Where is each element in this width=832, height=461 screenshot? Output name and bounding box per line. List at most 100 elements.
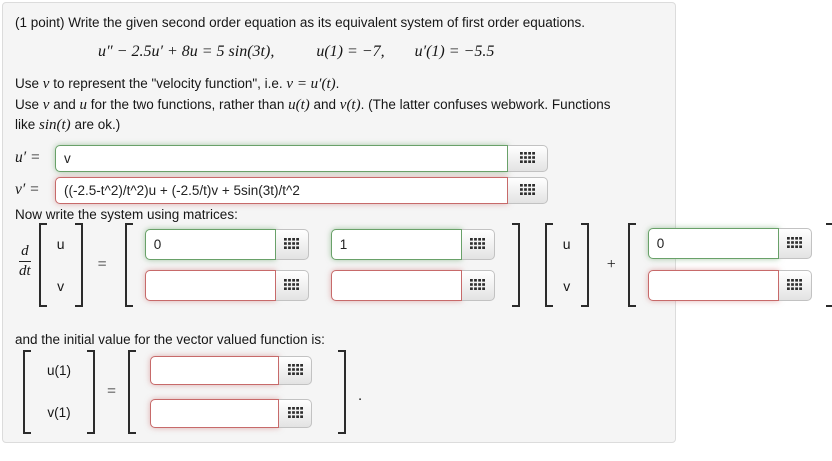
keyboard-button[interactable] xyxy=(279,355,313,385)
vprime-answer-row: v′ = xyxy=(15,176,675,204)
text-fragment: are ok.) xyxy=(70,117,121,132)
math-fragment: u(t) xyxy=(288,96,310,113)
sentence-period: . xyxy=(358,387,363,404)
initial-entry-v1: v(1) xyxy=(47,405,71,420)
state-vector: u v xyxy=(544,222,589,307)
forcing-cell-input-1[interactable] xyxy=(647,228,779,259)
ddt-fraction: d dt xyxy=(19,243,31,281)
math-fragment: v xyxy=(42,76,50,92)
math-fragment: v = u′(t) xyxy=(286,76,336,92)
open-bracket xyxy=(128,349,137,434)
state-entry-u: u xyxy=(56,235,65,252)
matrix-cell-input-a21[interactable] xyxy=(144,269,276,301)
instructions: Use v to represent the "velocity functio… xyxy=(15,74,675,136)
open-bracket xyxy=(627,222,636,307)
keyboard-button[interactable] xyxy=(508,176,548,204)
coefficient-matrix-grid xyxy=(144,228,495,301)
text-fragment: Use xyxy=(15,76,43,91)
matrix-cell-group xyxy=(144,269,309,301)
keyboard-icon xyxy=(787,236,803,251)
state-entry-v: v xyxy=(57,277,65,294)
usage-line-2: Use v and u for the two functions, rathe… xyxy=(15,95,675,116)
usage-line-3: like sin(t) are ok.) xyxy=(15,115,675,136)
fraction-numerator: d xyxy=(21,242,29,259)
state-entry-u: u xyxy=(562,235,571,252)
text-fragment: . (The latter confuses webwork. Function… xyxy=(360,96,611,112)
close-bracket xyxy=(580,222,589,307)
vprime-answer-input[interactable] xyxy=(55,176,508,204)
initial-cell-group xyxy=(150,355,313,385)
keyboard-button[interactable] xyxy=(279,398,313,428)
open-bracket xyxy=(38,222,47,307)
keyboard-button[interactable] xyxy=(275,228,309,260)
keyboard-button[interactable] xyxy=(461,269,495,301)
close-bracket xyxy=(511,222,520,307)
state-entry-v: v xyxy=(563,277,571,294)
matrix-cell-group xyxy=(330,228,495,260)
keyboard-icon xyxy=(470,278,486,293)
ode-equation: u″ − 2.5u′ + 8u = 5 sin(3t), xyxy=(98,43,275,60)
matrix-cell-input-a11[interactable] xyxy=(144,228,276,260)
open-bracket xyxy=(124,222,133,307)
plus-operator: + xyxy=(606,255,616,273)
open-bracket xyxy=(544,222,553,307)
initial-condition-uprime: u′(1) = −5.5 xyxy=(414,43,495,60)
problem-statement: (1 point) Write the given second order e… xyxy=(15,15,586,30)
matrix-cell-group xyxy=(330,269,495,301)
text-fragment: and xyxy=(309,96,340,112)
uprime-answer-input[interactable] xyxy=(55,144,508,172)
close-bracket xyxy=(74,222,83,307)
matrix-cell-input-a12[interactable] xyxy=(330,228,462,260)
keyboard-icon xyxy=(287,363,303,378)
initial-section-heading: and the initial value for the vector val… xyxy=(15,331,325,347)
vprime-answer-group xyxy=(55,176,548,204)
keyboard-button[interactable] xyxy=(508,144,548,172)
keyboard-icon xyxy=(520,183,535,198)
equals-operator: = xyxy=(107,382,117,400)
forcing-vector-column xyxy=(647,228,812,301)
display-equation: u″ − 2.5u′ + 8u = 5 sin(3t), u(1) = −7, u′… xyxy=(98,43,675,61)
forcing-cell-group xyxy=(647,270,812,301)
keyboard-icon xyxy=(287,406,303,421)
text-fragment: like xyxy=(15,117,40,132)
text-fragment: to represent the "velocity function", i.… xyxy=(49,76,287,91)
math-fragment: v(t) xyxy=(339,96,361,113)
keyboard-button[interactable] xyxy=(778,228,812,259)
initial-value-input-v1[interactable] xyxy=(150,398,280,428)
initial-cell-group xyxy=(150,398,313,428)
initial-value-column xyxy=(150,355,313,428)
state-vector-entries: u v xyxy=(553,223,581,307)
initial-vector-labels: u(1) v(1) xyxy=(23,349,95,434)
keyboard-button[interactable] xyxy=(275,269,309,301)
initial-condition-u: u(1) = −7, xyxy=(316,43,385,60)
vprime-label: v′ = xyxy=(15,181,40,198)
fraction-bar xyxy=(19,260,31,263)
initial-value-input-u1[interactable] xyxy=(150,355,280,385)
keyboard-icon xyxy=(470,237,486,252)
keyboard-icon xyxy=(520,151,535,166)
initial-value-row: u(1) v(1) = . xyxy=(3,349,362,435)
forcing-cell-group xyxy=(647,228,812,259)
matrix-cell-input-a22[interactable] xyxy=(330,269,462,301)
open-bracket xyxy=(23,349,31,434)
matrix-equation-row: d dt u v = xyxy=(3,222,832,308)
usage-line-1: Use v to represent the "velocity functio… xyxy=(15,74,675,95)
keyboard-button[interactable] xyxy=(461,228,495,260)
keyboard-button[interactable] xyxy=(778,270,812,301)
problem-panel: (1 point) Write the given second order e… xyxy=(2,2,832,443)
close-bracket xyxy=(825,222,832,307)
text-fragment: . xyxy=(335,76,340,91)
uprime-answer-row: u′ = xyxy=(15,144,675,172)
close-bracket xyxy=(338,349,347,434)
state-vector: u v xyxy=(38,222,83,307)
state-vector-entries: u v xyxy=(47,223,75,307)
keyboard-icon xyxy=(787,278,803,293)
keyboard-icon xyxy=(284,237,300,252)
matrix-cell-group xyxy=(144,228,309,260)
forcing-cell-input-2[interactable] xyxy=(647,270,779,301)
equals-operator: = xyxy=(97,255,107,273)
math-fragment: sin(t) xyxy=(39,117,71,133)
initial-vector-entries: u(1) v(1) xyxy=(31,350,87,434)
text-fragment: Use xyxy=(15,96,43,112)
